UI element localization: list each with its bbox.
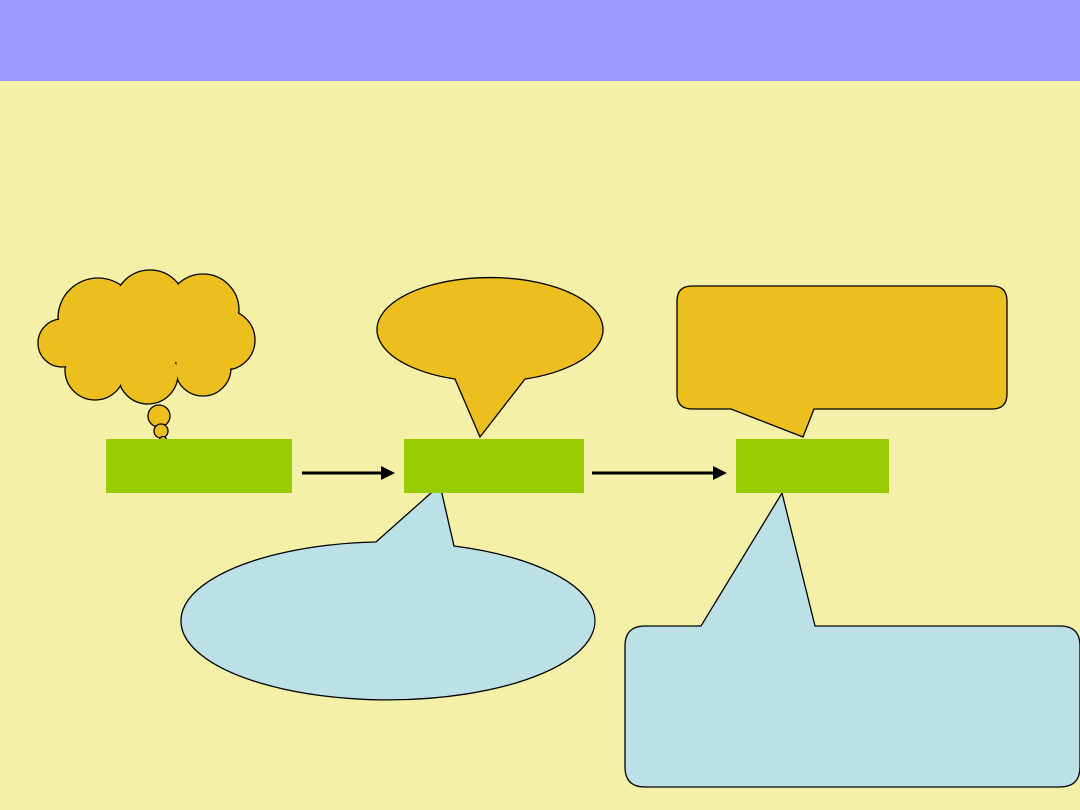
arrow-2-head (713, 466, 727, 480)
rectangle-callout-top (676, 285, 1008, 438)
process-box-2 (404, 439, 584, 493)
cloud-fill-core (70, 312, 230, 362)
cloud-bubble (153, 423, 169, 439)
arrow-1 (302, 466, 395, 480)
rectangle-callout-bottom (624, 491, 1080, 788)
arrow-2 (592, 466, 727, 480)
oval-callout-bottom (180, 483, 596, 701)
process-box-3 (736, 439, 889, 493)
process-box-1 (106, 439, 292, 493)
header-band (0, 0, 1080, 81)
oval-callout-top (376, 276, 604, 439)
cloud-fill (39, 271, 254, 403)
arrow-1-head (381, 466, 395, 480)
